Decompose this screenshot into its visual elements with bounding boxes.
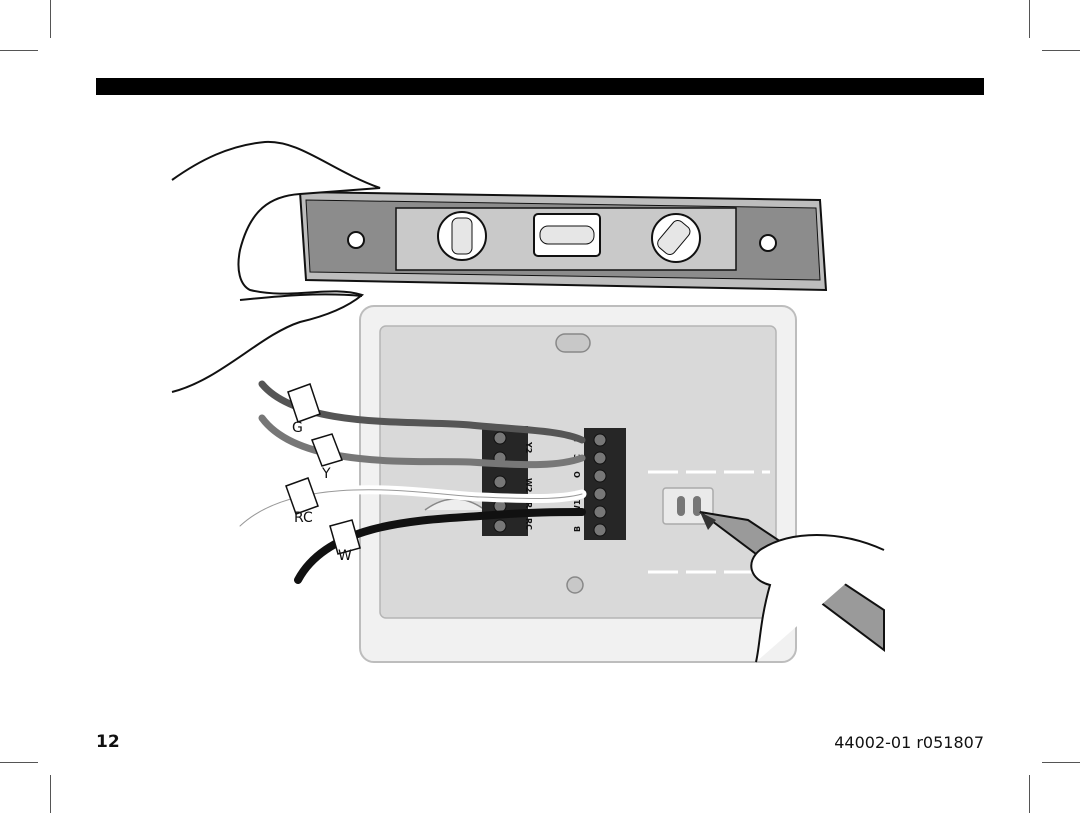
left-hand	[171, 140, 381, 393]
crop-mark	[1029, 0, 1030, 38]
terminal-label: W2	[524, 478, 533, 492]
crop-mark	[1042, 762, 1080, 763]
wire-y	[258, 414, 586, 469]
wire-tag-y: Y	[321, 466, 331, 482]
document-code: 44002-01 r051807	[834, 733, 984, 752]
terminal-label: W1	[573, 499, 582, 514]
wire-tag-rc: RC	[294, 510, 313, 526]
terminal-block-left	[482, 426, 528, 536]
crop-mark	[1029, 775, 1030, 813]
terminal-label: B	[573, 526, 582, 532]
wire-tag-w: W	[338, 548, 352, 564]
crop-mark	[50, 0, 51, 38]
terminal-label: RC	[524, 518, 533, 530]
crop-mark	[0, 762, 38, 763]
crop-mark	[1042, 50, 1080, 51]
crop-mark	[50, 775, 51, 813]
terminal-label: Y2	[524, 441, 533, 453]
page-number: 12	[96, 732, 120, 752]
right-hand-pencil	[699, 511, 885, 663]
terminal-block-right	[584, 428, 626, 540]
wall-plate	[359, 305, 797, 663]
header-bar	[96, 78, 984, 95]
level-tool	[298, 190, 828, 292]
terminal-label: R	[524, 502, 533, 508]
terminal-label: O	[573, 471, 582, 478]
wire-tags: G Y RC W	[285, 383, 361, 564]
crop-mark	[0, 50, 38, 51]
wire-tag-g: G	[292, 420, 303, 436]
